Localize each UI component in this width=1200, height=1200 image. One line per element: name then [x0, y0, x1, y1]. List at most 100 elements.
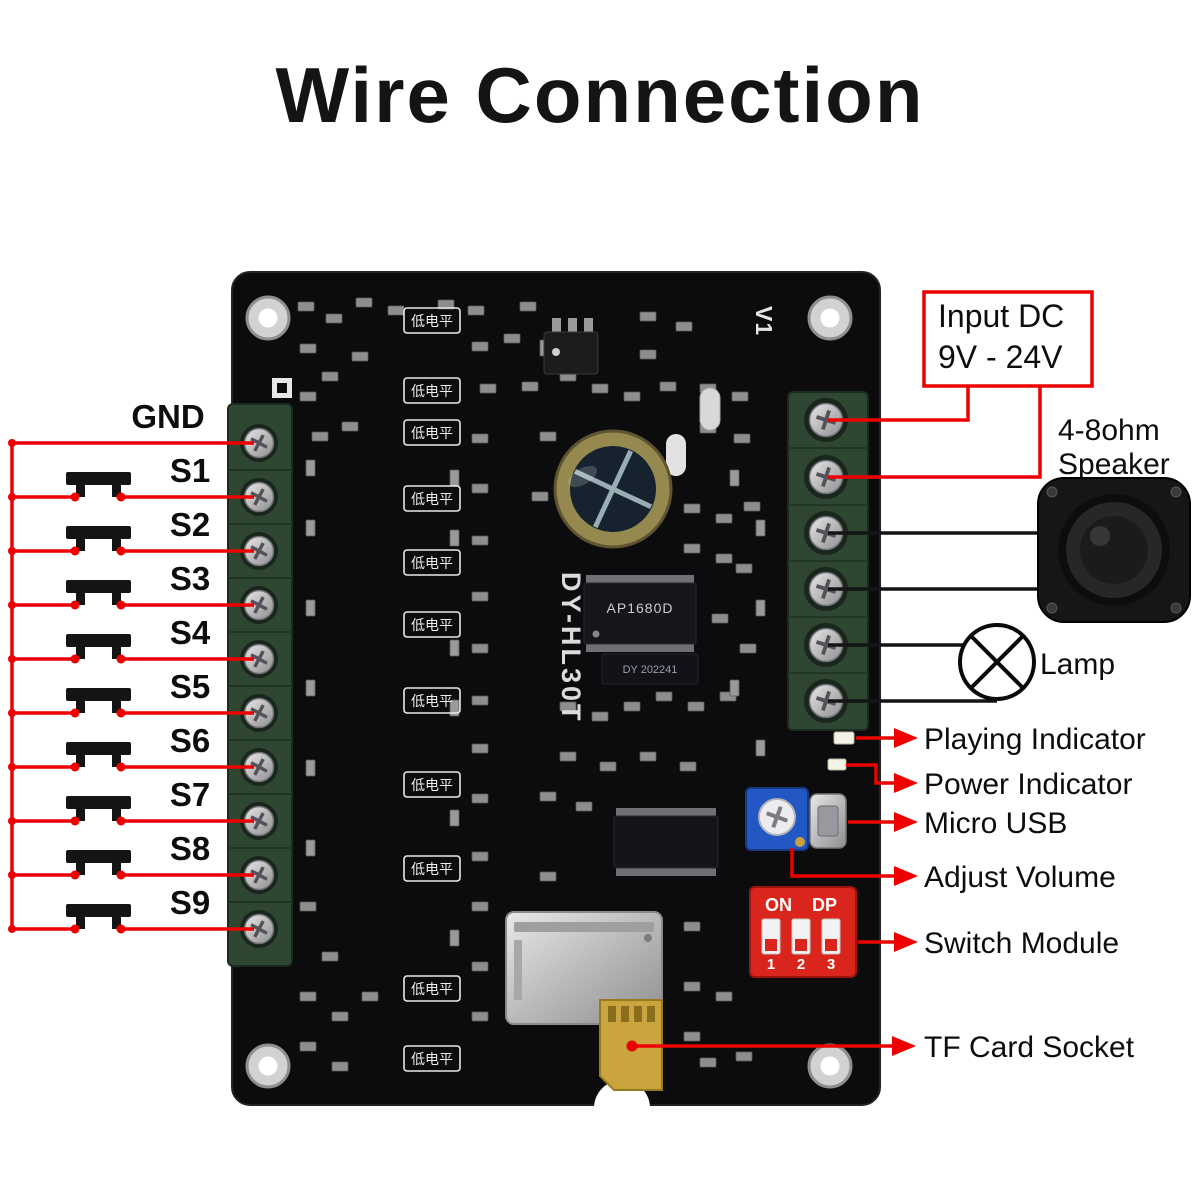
low-level-label: 低电平	[411, 425, 453, 441]
lamp-connection: Lamp	[828, 623, 1115, 703]
push-button[interactable]	[66, 742, 131, 755]
dip-on-label: ON	[765, 895, 792, 915]
push-button[interactable]	[66, 472, 131, 485]
dip-number-2: 2	[797, 956, 805, 973]
switch-label: S7	[170, 776, 210, 813]
switch-row-s5: S5	[8, 668, 254, 718]
low-level-label: 低电平	[411, 693, 453, 709]
switch-row-s9: S9	[8, 884, 254, 934]
low-level-label: 低电平	[411, 617, 453, 633]
push-button[interactable]	[66, 634, 131, 647]
low-level-label: 低电平	[411, 491, 453, 507]
switch-module-callout: Switch Module	[858, 927, 1119, 960]
push-button[interactable]	[66, 688, 131, 701]
silkscreen-capsule	[666, 434, 686, 476]
right-terminal-block[interactable]	[787, 391, 869, 731]
low-level-label: 低电平	[411, 777, 453, 793]
low-level-label: 低电平	[411, 861, 453, 877]
board-model-label: DY-HL30T	[556, 572, 586, 724]
low-level-label: 低电平	[411, 313, 453, 329]
dip-dp-label: DP	[812, 895, 837, 915]
terminal-separators	[228, 469, 292, 903]
board-version-label: V1	[751, 306, 777, 336]
volume-potentiometer	[745, 787, 809, 851]
mounting-hole	[245, 1043, 291, 1089]
pcb-board: AP1680D DY 202241 低电平 低电平 低电平 低电平 低电平 低电…	[227, 271, 881, 1136]
power-indicator-callout: Power Indicator	[846, 763, 1132, 801]
input-dc-box	[922, 290, 1094, 388]
low-level-label: 低电平	[411, 981, 453, 997]
mounting-hole	[807, 295, 853, 341]
low-level-label: 低电平	[411, 555, 453, 571]
playing-indicator-label: Playing Indicator	[924, 723, 1146, 756]
dip-switch-2[interactable]	[791, 918, 811, 955]
switch-label: S5	[170, 668, 210, 705]
callouts: Playing Indicator Power Indicator Micro …	[626, 723, 1146, 1064]
arrow-icon	[894, 866, 918, 886]
page-title: Wire Connection	[275, 51, 925, 139]
speaker-connection: 4-8ohm Speaker	[828, 414, 1191, 623]
power-led	[827, 758, 847, 771]
micro-usb-port	[809, 793, 847, 849]
silkscreen-logo	[272, 378, 292, 398]
switch-label: S8	[170, 830, 210, 867]
switch-label: S3	[170, 560, 210, 597]
pcb-bottom-notch	[594, 1080, 650, 1136]
mounting-hole	[245, 295, 291, 341]
switch-module-label: Switch Module	[924, 927, 1119, 960]
tf-card-socket-label: TF Card Socket	[924, 1031, 1135, 1064]
lamp-label: Lamp	[1040, 648, 1115, 681]
push-button[interactable]	[66, 526, 131, 539]
push-button[interactable]	[66, 796, 131, 809]
input-dc-line1: Input DC	[938, 298, 1064, 334]
adjust-volume-label: Adjust Volume	[924, 861, 1116, 894]
dip-switch-module: ON DP 1 2 3	[749, 886, 857, 978]
micro-usb-callout: Micro USB	[848, 807, 1067, 840]
arrow-icon	[894, 812, 918, 832]
switch-row-s4: S4	[8, 614, 254, 664]
adjust-volume-callout: Adjust Volume	[790, 848, 1116, 894]
low-level-label: 低电平	[411, 383, 453, 399]
capacitor	[553, 429, 673, 549]
mounting-hole	[807, 1043, 853, 1089]
dip-switch-1[interactable]	[761, 918, 781, 955]
push-button[interactable]	[66, 580, 131, 593]
low-level-label: 低电平	[411, 1051, 453, 1067]
power-indicator-label: Power Indicator	[924, 768, 1132, 801]
switch-row-s3: S3	[8, 560, 254, 610]
push-button[interactable]	[66, 850, 131, 863]
playing-led	[833, 731, 855, 745]
lower-chip	[613, 808, 719, 876]
left-wiring: GND S1 S2 S3	[8, 398, 254, 934]
dip-number-3: 3	[827, 956, 835, 973]
switch-label: S4	[170, 614, 211, 651]
micro-usb-label: Micro USB	[924, 807, 1067, 840]
terminal-separators	[788, 447, 868, 674]
switch-label: S2	[170, 506, 210, 543]
transistor	[543, 318, 599, 375]
left-terminal-block[interactable]	[227, 403, 293, 967]
sub-chip: DY 202241	[601, 653, 699, 685]
tf-card-socket[interactable]	[505, 911, 663, 1025]
board-slot	[699, 387, 721, 431]
arrow-icon	[894, 773, 918, 793]
switch-row-s7: S7	[8, 776, 254, 826]
gnd-label: GND	[131, 398, 204, 435]
lamp-symbol	[958, 623, 1036, 701]
chip-label: AP1680D	[607, 600, 674, 616]
tf-card-callout: TF Card Socket	[626, 1031, 1135, 1064]
switch-row-s1: S1	[8, 452, 254, 502]
sub-chip-label: DY 202241	[623, 664, 678, 676]
speaker-label-line2: Speaker	[1058, 448, 1170, 481]
switch-label: S1	[170, 452, 210, 489]
dip-switch-3[interactable]	[821, 918, 841, 955]
main-chip: AP1680D	[583, 575, 697, 652]
push-button[interactable]	[66, 904, 131, 917]
speaker-image	[1037, 477, 1191, 623]
dip-number-1: 1	[767, 956, 775, 973]
switch-row-s6: S6	[8, 722, 254, 772]
speaker-label-line1: 4-8ohm	[1058, 414, 1160, 447]
low-level-labels: 低电平 低电平 低电平 低电平 低电平 低电平 低电平 低电平 低电平 低电平 …	[403, 307, 461, 1072]
switch-row-s2: S2	[8, 506, 254, 556]
